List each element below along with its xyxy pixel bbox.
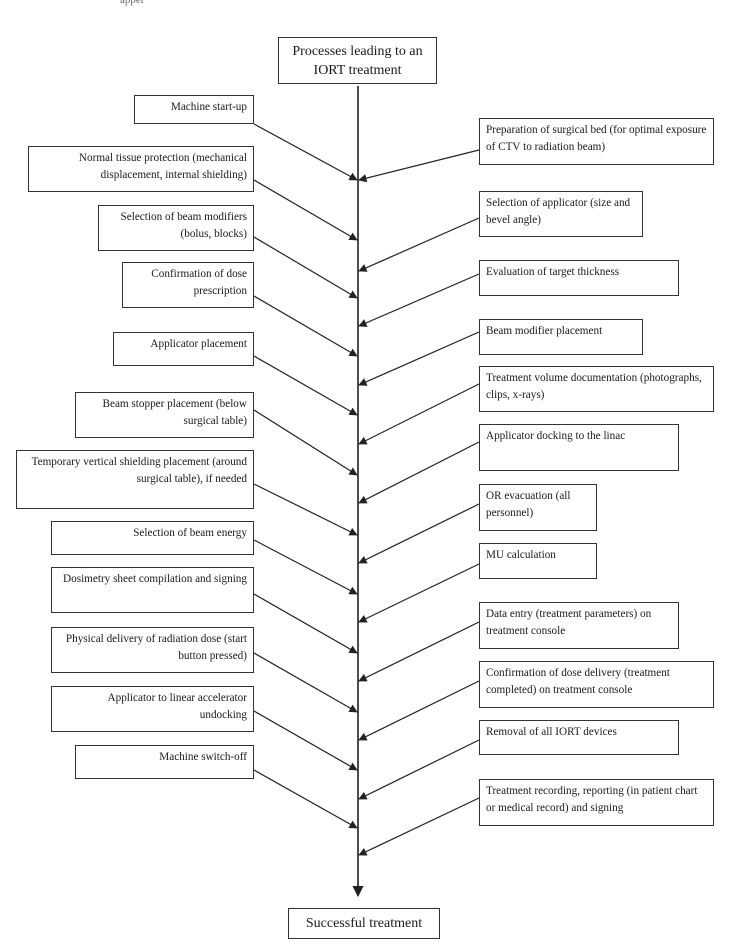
- right-connector-arrow-10: [358, 680, 480, 741]
- title-successful: Successful treatment: [305, 916, 423, 931]
- right-connector-arrow-1: [358, 149, 480, 183]
- right-step-7: OR evacuation (all personnel): [479, 484, 597, 531]
- right-step-2: Selection of applicator (size and bevel …: [479, 191, 643, 237]
- right-connector-arrow-12: [358, 797, 480, 856]
- title-processes-box: Processes leading to an IORT treatment: [278, 37, 437, 84]
- right-connector-arrow-11: [358, 739, 480, 800]
- right-step-9: Data entry (treatment parameters) on tre…: [479, 602, 679, 649]
- right-step-3: Evaluation of target thickness: [479, 260, 679, 296]
- left-connector-arrow-8: [253, 539, 358, 595]
- right-step-6: Applicator docking to the linac: [479, 424, 679, 471]
- left-step-8: Selection of beam energy: [51, 521, 254, 555]
- left-connector-arrow-7: [253, 483, 358, 536]
- left-step-10: Physical delivery of radiation dose (sta…: [51, 627, 254, 673]
- right-step-12: Treatment recording, reporting (in patie…: [479, 779, 714, 826]
- right-connector-arrow-3: [358, 273, 480, 327]
- title-processes: Processes leading to an IORT treatment: [292, 44, 423, 78]
- right-step-1: Preparation of surgical bed (for optimal…: [479, 118, 714, 165]
- left-step-9: Dosimetry sheet compilation and signing: [51, 567, 254, 613]
- left-connector-arrow-2: [253, 179, 358, 241]
- left-step-6: Beam stopper placement (below surgical t…: [75, 392, 254, 438]
- right-step-10: Confirmation of dose delivery (treatment…: [479, 661, 714, 708]
- right-connector-arrow-7: [358, 503, 480, 564]
- left-connector-arrow-3: [253, 236, 358, 299]
- right-step-4: Beam modifier placement: [479, 319, 643, 355]
- left-connector-arrow-6: [253, 409, 358, 476]
- left-step-3: Selection of beam modifiers (bolus, bloc…: [98, 205, 254, 251]
- right-connector-arrow-2: [358, 217, 480, 272]
- right-step-8: MU calculation: [479, 543, 597, 579]
- right-step-5: Treatment volume documentation (photogra…: [479, 366, 714, 412]
- right-connector-arrow-6: [358, 441, 480, 504]
- left-connector-arrow-1: [253, 123, 358, 181]
- left-step-5: Applicator placement: [113, 332, 254, 366]
- left-connector-arrow-11: [253, 710, 358, 771]
- left-connector-arrow-12: [253, 769, 358, 829]
- left-connector-arrow-5: [253, 355, 358, 416]
- left-connector-arrow-10: [253, 652, 358, 713]
- title-successful-box: Successful treatment: [288, 908, 440, 939]
- left-step-7: Temporary vertical shielding placement (…: [16, 450, 254, 509]
- left-connector-arrow-9: [253, 593, 358, 654]
- right-step-11: Removal of all IORT devices: [479, 720, 679, 755]
- right-connector-arrow-5: [358, 383, 480, 445]
- right-connector-arrow-4: [358, 331, 480, 386]
- right-connector-arrow-9: [358, 621, 480, 682]
- left-step-2: Normal tissue protection (mechanical dis…: [28, 146, 254, 192]
- left-connector-arrow-4: [253, 295, 358, 357]
- right-connector-arrow-8: [358, 563, 480, 623]
- left-step-11: Applicator to linear accelerator undocki…: [51, 686, 254, 732]
- left-step-12: Machine switch-off: [75, 745, 254, 779]
- left-step-4: Confirmation of dose prescription: [122, 262, 254, 308]
- left-step-1: Machine start-up: [134, 95, 254, 124]
- page-header-fragment: apper: [120, 0, 145, 6]
